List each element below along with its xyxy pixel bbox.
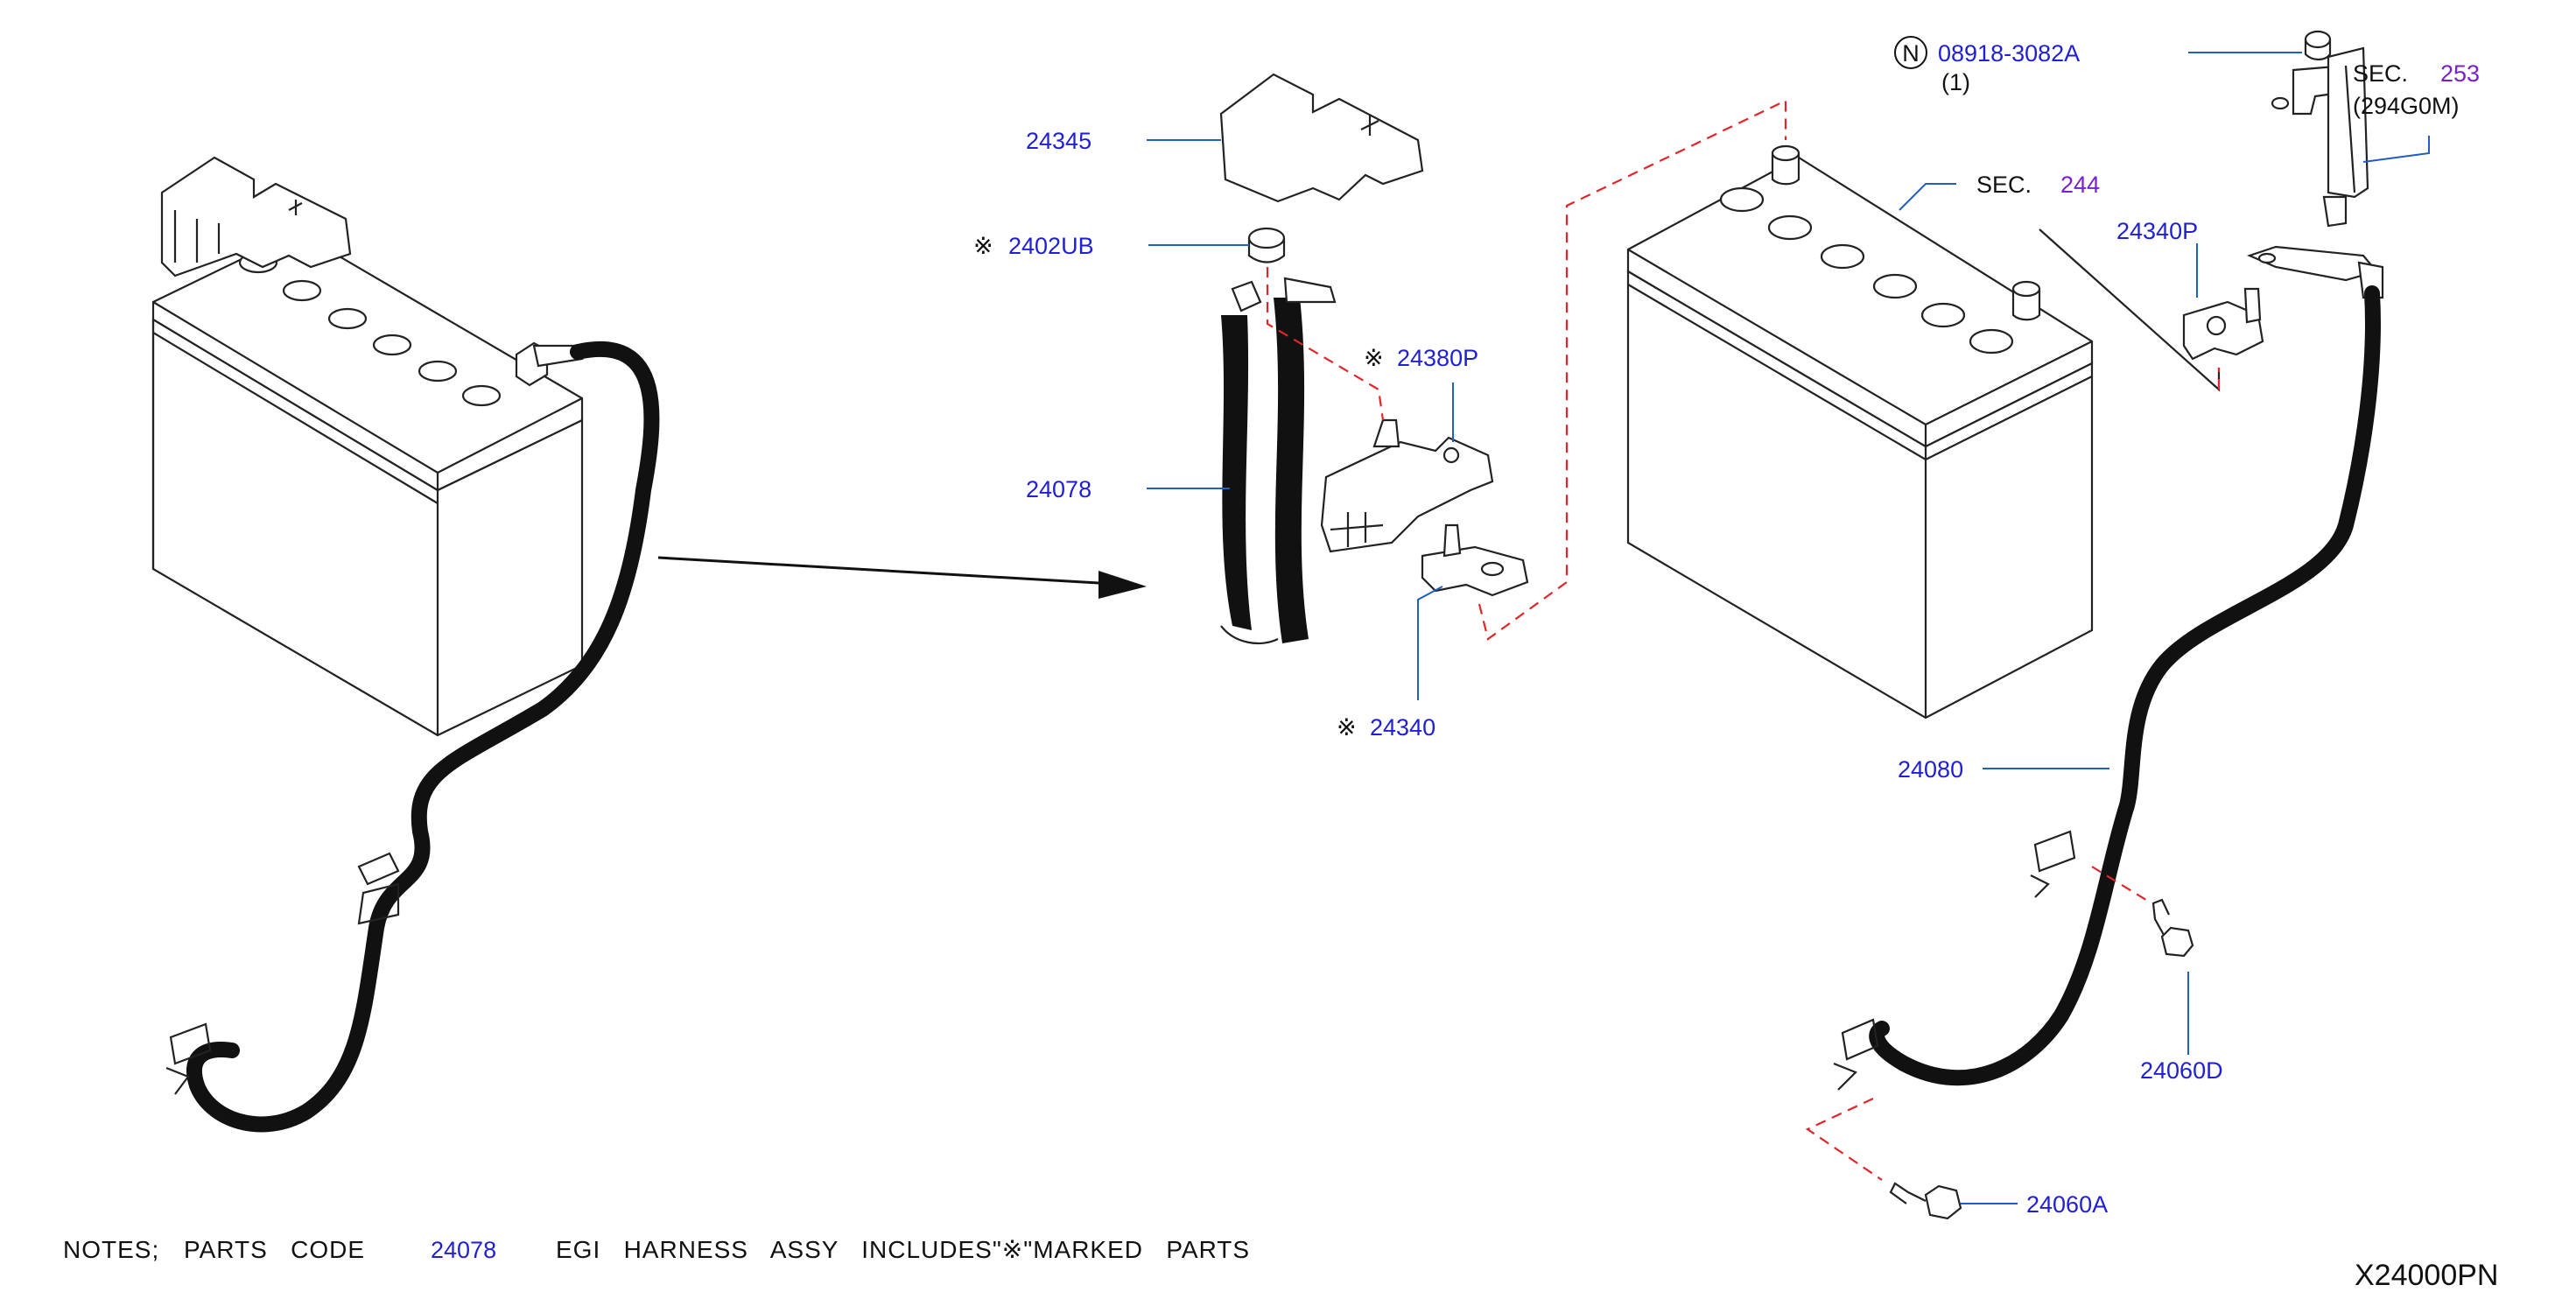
label-24345: 24345: [1026, 128, 1091, 154]
sec-244-number: 244: [2060, 172, 2100, 198]
notes-line: NOTES; PARTS CODE 24078 EGI HARNESS ASSY…: [63, 1236, 1250, 1263]
included-mark-24340: ※: [1337, 714, 1357, 741]
label-08918-qty: (1): [1941, 69, 1970, 95]
notes-suffix: EGI HARNESS ASSY INCLUDES"※"MARKED PARTS: [556, 1236, 1250, 1263]
bolt-24060a: [1889, 1182, 1962, 1220]
right-battery-assembly: [1626, 30, 2384, 1220]
bolt-24060d: [2151, 898, 2194, 958]
detail-arrow: [657, 556, 1147, 599]
battery-sensor: [2246, 30, 2384, 299]
label-24060a: 24060A: [2026, 1191, 2108, 1218]
battery-terminal-p-part: [2182, 287, 2264, 361]
notes-prefix: NOTES;: [63, 1236, 159, 1263]
harness-cables: [1220, 277, 1337, 645]
sec-244-label: SEC.: [1976, 172, 2032, 198]
terminal-cover-part: [1219, 73, 1424, 203]
label-08918-3082a: 08918-3082A: [1938, 40, 2080, 67]
leader-lines: [1147, 52, 2430, 1204]
junction-block-part: [1320, 418, 1494, 553]
nut-n-letter: N: [1902, 40, 1920, 67]
label-24080: 24080: [1898, 756, 1963, 783]
label-24078: 24078: [1026, 476, 1091, 502]
label-24340: 24340: [1370, 714, 1435, 741]
sec-253-label: SEC.: [2353, 60, 2408, 87]
included-mark-2402ub: ※: [973, 233, 993, 259]
label-24060d: 24060D: [2140, 1057, 2223, 1084]
nut-n-symbol: N: [1894, 36, 1927, 69]
sec-253-sub: (294G0M): [2353, 93, 2460, 119]
left-battery-assembly: [151, 156, 660, 1133]
sec-253-number: 253: [2440, 60, 2480, 87]
drawing-code: X24000PN: [2355, 1259, 2498, 1292]
label-24380p: 24380P: [1397, 345, 1478, 371]
battery-terminal-part: [1421, 523, 1529, 597]
notes-code: 24078: [431, 1237, 496, 1263]
label-24340p: 24340P: [2116, 218, 2198, 244]
nut-part: [1247, 227, 1286, 263]
labels: 24345 ※ 2402UB ※ 24380P 24078 ※ 24340 N …: [973, 36, 2480, 1218]
middle-detail: [1219, 73, 1787, 645]
notes-parts-code: PARTS CODE: [184, 1236, 365, 1263]
included-mark-24380p: ※: [1364, 345, 1384, 371]
label-2402ub: 2402UB: [1008, 233, 1094, 259]
